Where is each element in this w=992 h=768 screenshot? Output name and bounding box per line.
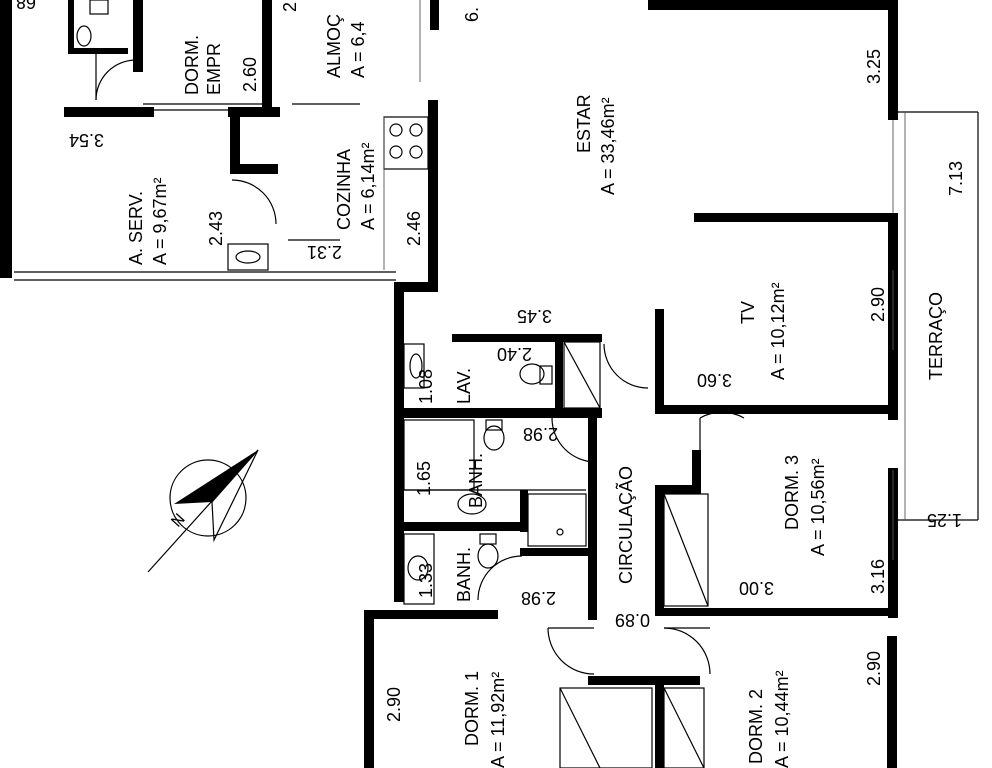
room-label-dorm2: DORM. 2 A = 10,44m²	[746, 670, 792, 768]
svg-text:A = 10,56m²: A = 10,56m²	[808, 458, 828, 556]
room-label-servico: A. SERV. A = 9,67m²	[126, 177, 170, 265]
dim-290-tv: 2.90	[868, 287, 888, 322]
svg-text:DORM. 2: DORM. 2	[746, 689, 766, 764]
dim-246: 2.46	[404, 211, 424, 246]
svg-text:TERRAÇO: TERRAÇO	[926, 292, 946, 380]
room-label-banh-bottom: BANH.	[454, 547, 474, 602]
svg-text:N: N	[168, 511, 188, 531]
dim-325: 3.25	[864, 49, 884, 84]
dim-316: 3.16	[868, 559, 888, 594]
dim-top-left: 68.0	[1, 0, 36, 12]
svg-text:A = 6,14m²: A = 6,14m²	[358, 142, 378, 230]
dim-290-d2: 2.90	[864, 651, 884, 686]
dim-300: 3.00	[739, 578, 774, 598]
svg-text:LAV.: LAV.	[454, 368, 474, 404]
svg-text:EMPR: EMPR	[204, 43, 224, 95]
svg-text:COZINHA: COZINHA	[334, 149, 354, 230]
walls	[0, 0, 898, 768]
svg-text:BANH.: BANH.	[454, 547, 474, 602]
svg-text:CIRCULAÇÃO: CIRCULAÇÃO	[615, 466, 636, 584]
dim-713: 7.13	[946, 161, 966, 196]
dim-165: 1.65	[414, 461, 434, 496]
dim-298-bot: 2.98	[521, 588, 556, 608]
room-label-dorm3: DORM. 3 A = 10,56m²	[782, 455, 828, 556]
dim-089: 0.89	[615, 610, 650, 630]
svg-text:A = 9,67m²: A = 9,67m²	[150, 177, 170, 265]
svg-text:A = 6,4: A = 6,4	[348, 21, 368, 78]
dim-290-d1: 2.90	[384, 687, 404, 722]
room-label-dorm-emp: DORM. EMPR	[182, 35, 224, 95]
dim-354: 3.54	[69, 130, 104, 150]
svg-text:ESTAR: ESTAR	[574, 94, 594, 153]
svg-text:ALMOÇ: ALMOÇ	[324, 14, 344, 78]
dim-345: 3.45	[517, 306, 552, 326]
svg-text:TV: TV	[738, 301, 758, 324]
room-label-dorm1: DORM. 1 A = 11,92m²	[462, 671, 508, 768]
room-label-circulacao: CIRCULAÇÃO	[615, 466, 636, 584]
svg-text:A. SERV.: A. SERV.	[126, 191, 146, 265]
dim-231: 2.31	[307, 242, 342, 262]
room-label-cozinha: COZINHA A = 6,14m²	[334, 142, 378, 230]
room-label-banh-top: BANH.	[466, 453, 486, 508]
svg-text:A = 10,12m²: A = 10,12m²	[768, 282, 788, 380]
dim-133: 1.33	[416, 563, 436, 598]
dim-125: 1.25	[927, 510, 962, 530]
svg-text:DORM. 3: DORM. 3	[782, 455, 802, 530]
north-arrow-icon: N	[147, 449, 259, 573]
dim-243: 2.43	[206, 211, 226, 246]
room-label-tv: TV A = 10,12m²	[738, 282, 788, 380]
room-label-lav: LAV.	[454, 368, 474, 404]
svg-text:A = 33,46m²: A = 33,46m²	[598, 97, 618, 195]
dim-360: 3.60	[697, 370, 732, 390]
svg-text:BANH.: BANH.	[466, 453, 486, 508]
room-label-almoco: ALMOÇ A = 6,4	[324, 14, 368, 78]
dim-108: 1.08	[416, 369, 436, 404]
fixtures-and-openings	[14, 0, 979, 768]
svg-text:A = 10,44m²: A = 10,44m²	[772, 670, 792, 768]
dim-top-6: 6.	[462, 7, 482, 22]
dim-240: 2.40	[497, 344, 532, 364]
svg-text:DORM. 1: DORM. 1	[462, 671, 482, 746]
svg-text:A = 11,92m²: A = 11,92m²	[488, 672, 508, 768]
dim-298-top: 2.98	[523, 424, 558, 444]
svg-text:DORM.: DORM.	[182, 35, 202, 95]
room-label-terraco: TERRAÇO	[926, 292, 946, 380]
dimension-labels: 68.0 2.60 2 6. 3.54 3.25 7.13 2.43 2.46 …	[1, 0, 966, 722]
room-labels: DORM. EMPR ALMOÇ A = 6,4 A. SERV. A = 9,…	[126, 14, 946, 768]
dim-top-2: 2	[280, 2, 300, 12]
dim-emp: 2.60	[240, 57, 260, 92]
room-label-estar: ESTAR A = 33,46m²	[574, 94, 618, 195]
